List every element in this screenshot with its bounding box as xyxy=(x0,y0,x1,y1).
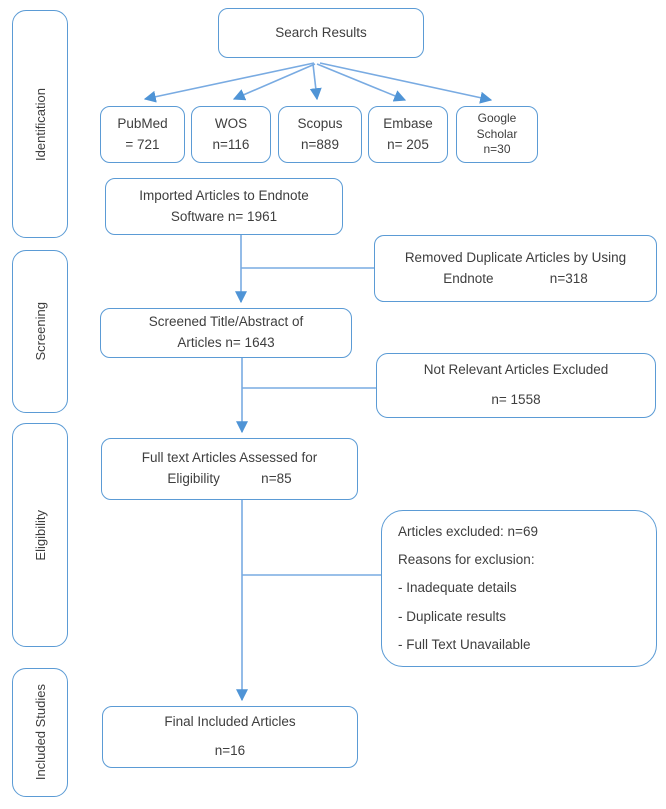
box-text: Reasons for exclusion: xyxy=(398,552,535,568)
arrow-search-to-scopus xyxy=(309,63,322,101)
source-name: Google xyxy=(477,111,517,126)
source-pubmed-box: PubMed = 721 xyxy=(100,106,185,163)
stage-label: Eligibility xyxy=(32,509,48,561)
box-text: Screened Title/Abstract of xyxy=(148,314,304,330)
stage-eligibility-box: Eligibility xyxy=(12,423,68,647)
search-results-box: Search Results xyxy=(218,8,424,58)
box-text: Articles excluded: n=69 xyxy=(398,524,538,540)
arrow-search-to-google xyxy=(319,62,493,104)
box-text: n=16 xyxy=(214,743,246,758)
arrow-search-to-wos xyxy=(232,63,316,101)
source-google-scholar-box: Google Scholar n=30 xyxy=(456,106,538,163)
final-included-articles-box: Final Included Articles n=16 xyxy=(102,706,358,768)
source-count: n=30 xyxy=(483,142,511,157)
arrow-search-to-pubmed xyxy=(143,62,315,103)
box-text: - Duplicate results xyxy=(398,608,507,624)
source-name: Scholar xyxy=(476,126,518,141)
box-text: Articles n= 1643 xyxy=(177,335,275,350)
box-text: Full text Articles Assessed for xyxy=(141,450,318,466)
box-text: n= 1558 xyxy=(491,392,541,407)
not-relevant-excluded-box: Not Relevant Articles Excluded n= 1558 xyxy=(376,353,656,418)
stage-screening-box: Screening xyxy=(12,250,68,413)
stage-included-studies-box: Included Studies xyxy=(12,668,68,797)
box-text: Final Included Articles xyxy=(164,714,296,730)
stage-identification-box: Identification xyxy=(12,10,68,238)
arrow-search-to-embase xyxy=(316,63,407,102)
source-count: = 721 xyxy=(125,136,160,152)
stage-label: Identification xyxy=(32,87,48,161)
box-text: Removed Duplicate Articles by Using xyxy=(404,249,627,265)
box-text: Endnote n=318 xyxy=(443,270,588,286)
box-text: - Full Text Unavailable xyxy=(398,636,531,652)
source-name: PubMed xyxy=(117,115,168,131)
box-text: Software n= 1961 xyxy=(170,208,278,224)
source-name: Embase xyxy=(383,115,433,131)
box-text: Search Results xyxy=(275,24,367,40)
source-wos-box: WOS n=116 xyxy=(191,106,271,163)
source-scopus-box: Scopus n=889 xyxy=(278,106,362,163)
source-count: n=116 xyxy=(212,136,250,152)
box-text: Not Relevant Articles Excluded xyxy=(423,362,609,378)
source-name: Scopus xyxy=(297,115,343,131)
source-embase-box: Embase n= 205 xyxy=(368,106,448,163)
articles-excluded-box: Articles excluded: n=69 Reasons for excl… xyxy=(381,510,657,667)
box-text: Eligibility n=85 xyxy=(167,471,292,486)
full-text-assessed-box: Full text Articles Assessed for Eligibil… xyxy=(101,438,358,500)
removed-duplicates-box: Removed Duplicate Articles by Using Endn… xyxy=(374,235,657,302)
stage-label: Included Studies xyxy=(32,684,48,781)
source-name: WOS xyxy=(214,115,248,131)
source-count: n= 205 xyxy=(387,136,429,152)
source-count: n=889 xyxy=(301,136,339,152)
box-text: Imported Articles to Endnote xyxy=(139,187,309,203)
screened-title-abstract-box: Screened Title/Abstract of Articles n= 1… xyxy=(100,308,352,358)
stage-label: Screening xyxy=(32,302,48,361)
box-text: - Inadequate details xyxy=(398,580,517,596)
imported-articles-box: Imported Articles to Endnote Software n=… xyxy=(105,178,343,235)
